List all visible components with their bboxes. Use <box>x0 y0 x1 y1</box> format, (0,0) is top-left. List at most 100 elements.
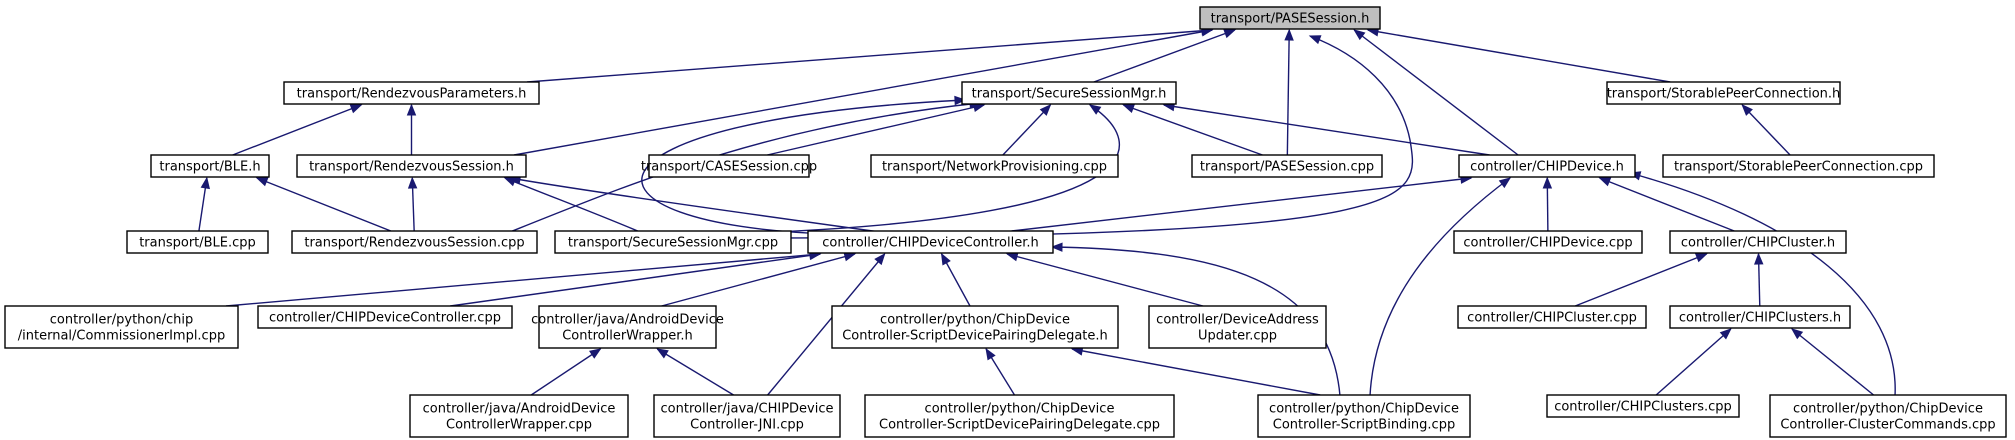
arrowhead <box>406 103 417 116</box>
node-label: controller/DeviceAddress <box>1156 313 1319 328</box>
edge-line <box>526 29 1213 83</box>
node-cdc-h[interactable]: controller/CHIPDeviceController.h <box>807 230 1054 254</box>
node-label: controller/CHIPClusters.cpp <box>1554 400 1732 415</box>
node-commimpl-py[interactable]: controller/python/chip/internal/Commissi… <box>4 305 239 349</box>
node-box <box>538 305 717 349</box>
arrowhead <box>985 347 996 361</box>
node-cdc-cpp[interactable]: controller/CHIPDeviceController.cpp <box>257 305 513 329</box>
edge-cdc_h-to-chipdev_h <box>1011 174 1473 232</box>
edge-line <box>661 253 855 307</box>
edge-ble_cpp-to-ble_h <box>198 176 210 232</box>
arrowhead <box>1088 104 1102 115</box>
node-rvs-cpp[interactable]: transport/RendezvousSession.cpp <box>291 230 538 254</box>
node-box <box>653 394 841 438</box>
arrowhead <box>1754 252 1764 265</box>
node-binding-cpp[interactable]: controller/python/ChipDeviceController-S… <box>1257 394 1471 438</box>
arrowhead <box>349 104 363 114</box>
node-pairing-h[interactable]: controller/python/ChipDeviceController-S… <box>831 305 1119 349</box>
node-android-h[interactable]: controller/java/AndroidDeviceControllerW… <box>531 305 724 349</box>
edge-binding_cpp-to-cdc_h <box>1050 242 1341 397</box>
node-android-cpp[interactable]: controller/java/AndroidDeviceControllerW… <box>409 394 629 438</box>
edge-line <box>504 177 641 233</box>
arrowhead <box>1039 104 1052 116</box>
nodes-layer: transport/PASESession.h transport/Rendezv… <box>4 6 2007 438</box>
node-cluster-cpp[interactable]: controller/CHIPCluster.cpp <box>1457 305 1647 329</box>
node-box <box>1669 305 1851 329</box>
node-pairing-cpp[interactable]: controller/python/ChipDeviceController-S… <box>864 394 1175 438</box>
node-label: transport/RendezvousSession.h <box>309 160 514 175</box>
node-box <box>4 305 239 349</box>
node-pase-h[interactable]: transport/PASESession.h <box>1199 6 1381 30</box>
arrowhead <box>589 348 602 359</box>
edge-line <box>1093 29 1235 83</box>
edge-cluster_cpp-to-cluster_h <box>1574 253 1708 307</box>
edge-rvp_h-to-pase_h <box>526 26 1214 83</box>
edge-ble_h-to-rvp_h <box>232 104 363 156</box>
node-ssm-cpp[interactable]: transport/SecureSessionMgr.cpp <box>554 230 792 254</box>
node-jni-cpp[interactable]: controller/java/CHIPDeviceController-JNI… <box>653 394 841 438</box>
node-spc-cpp[interactable]: transport/StorablePeerConnection.cpp <box>1662 154 1935 178</box>
node-spc-h[interactable]: transport/StorablePeerConnection.h <box>1606 81 1841 105</box>
node-label: controller/CHIPClusters.h <box>1679 311 1841 326</box>
node-case-cpp[interactable]: transport/CASESession.cpp <box>641 154 817 178</box>
edge-devaddr_cpp-to-cdc_h <box>1005 252 1204 307</box>
node-label: controller/python/ChipDevice <box>1793 402 1983 417</box>
node-netprov-cpp[interactable]: transport/NetworkProvisioning.cpp <box>870 154 1119 178</box>
node-box <box>291 230 538 254</box>
node-chipdev-h[interactable]: controller/CHIPDevice.h <box>1458 154 1636 178</box>
edge-line <box>1123 104 1263 156</box>
node-label: Controller-ClusterCommands.cpp <box>1780 418 1995 433</box>
node-cluster-h[interactable]: controller/CHIPCluster.h <box>1669 230 1847 254</box>
node-clustercmd-cpp[interactable]: controller/python/ChipDeviceController-C… <box>1769 394 2007 438</box>
edge-rvs_cpp-to-ble_h <box>255 177 392 232</box>
node-ble-cpp[interactable]: transport/BLE.cpp <box>126 230 269 254</box>
node-clusters-h[interactable]: controller/CHIPClusters.h <box>1669 305 1851 329</box>
edge-line <box>767 253 886 396</box>
arrowhead <box>1308 35 1322 45</box>
edge-line <box>509 177 881 233</box>
node-chipdev-cpp[interactable]: controller/CHIPDevice.cpp <box>1453 230 1643 254</box>
node-box <box>1606 81 1841 105</box>
arrowhead <box>954 95 967 106</box>
node-box <box>1453 230 1643 254</box>
arrowhead <box>843 252 857 262</box>
arrowhead <box>1353 29 1366 41</box>
node-label: /internal/CommissionerImpl.cpp <box>18 329 225 344</box>
node-box <box>150 154 270 178</box>
node-label: transport/RendezvousSession.cpp <box>304 236 524 251</box>
node-box <box>283 81 540 105</box>
node-box <box>807 230 1054 254</box>
node-label: transport/StorablePeerConnection.h <box>1607 87 1841 102</box>
edge-line <box>1163 104 1490 156</box>
edge-line <box>1574 253 1707 307</box>
node-label: transport/StorablePeerConnection.cpp <box>1674 160 1923 175</box>
node-label: Controller-ScriptBinding.cpp <box>1273 418 1455 433</box>
node-box <box>1191 154 1383 178</box>
node-clusters-cpp[interactable]: controller/CHIPClusters.cpp <box>1546 394 1740 418</box>
node-rvs-h[interactable]: transport/RendezvousSession.h <box>296 154 527 178</box>
node-label: transport/BLE.h <box>159 160 260 175</box>
arrowhead <box>1719 328 1732 340</box>
node-pase-cpp[interactable]: transport/PASESession.cpp <box>1191 154 1383 178</box>
node-label: controller/java/AndroidDevice <box>531 313 724 328</box>
arrowhead <box>407 176 418 189</box>
edge-line <box>1629 172 1896 397</box>
edge-line <box>1002 104 1051 156</box>
node-label: Controller-ScriptDevicePairingDelegate.h <box>842 329 1108 344</box>
arrowhead <box>1694 253 1708 263</box>
edge-cdc_h-to-rvs_h <box>508 175 881 233</box>
arrowhead <box>1050 242 1063 252</box>
node-ble-h[interactable]: transport/BLE.h <box>150 154 270 178</box>
node-ssm-h[interactable]: transport/SecureSessionMgr.h <box>961 81 1177 105</box>
node-box <box>1458 154 1636 178</box>
node-label: ControllerWrapper.cpp <box>446 418 592 433</box>
edge-case_cpp-to-ssm_h <box>767 102 986 156</box>
node-box <box>1769 394 2007 438</box>
edge-line <box>1367 29 1671 83</box>
node-rvp-h[interactable]: transport/RendezvousParameters.h <box>283 81 540 105</box>
node-label: transport/BLE.cpp <box>139 236 256 251</box>
edge-binding_cpp-to-pairing_h <box>1070 346 1321 396</box>
arrowhead <box>1741 104 1753 116</box>
